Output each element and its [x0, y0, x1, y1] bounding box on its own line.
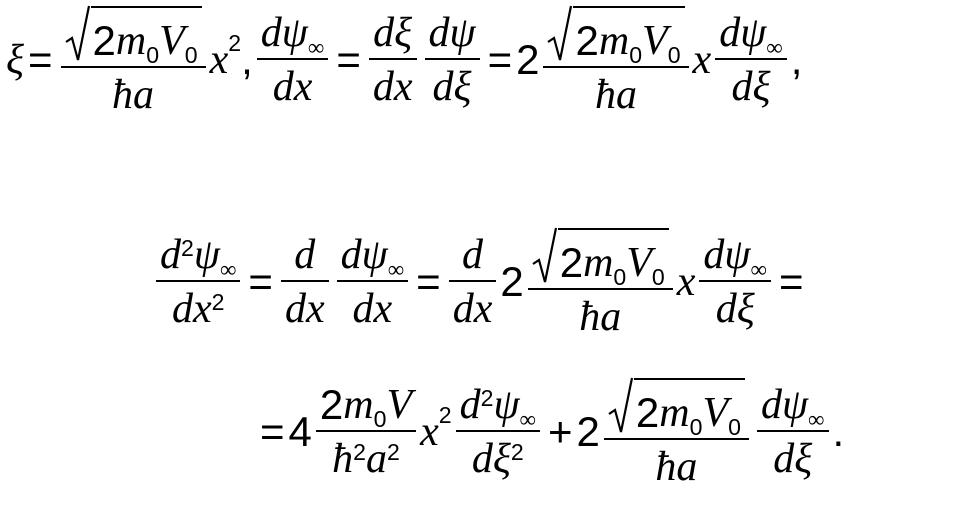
equals-sign: =	[28, 36, 53, 83]
radical-sign-icon	[532, 227, 557, 283]
radical-sign-icon	[64, 5, 90, 61]
plus-sign: +	[548, 408, 573, 455]
xi-symbol: ξ	[6, 37, 24, 83]
period: .	[832, 408, 845, 455]
fraction-bar	[60, 66, 206, 68]
radical-sign-icon	[608, 377, 633, 433]
comma: ,	[241, 36, 253, 83]
radical-sign-icon	[547, 5, 573, 61]
